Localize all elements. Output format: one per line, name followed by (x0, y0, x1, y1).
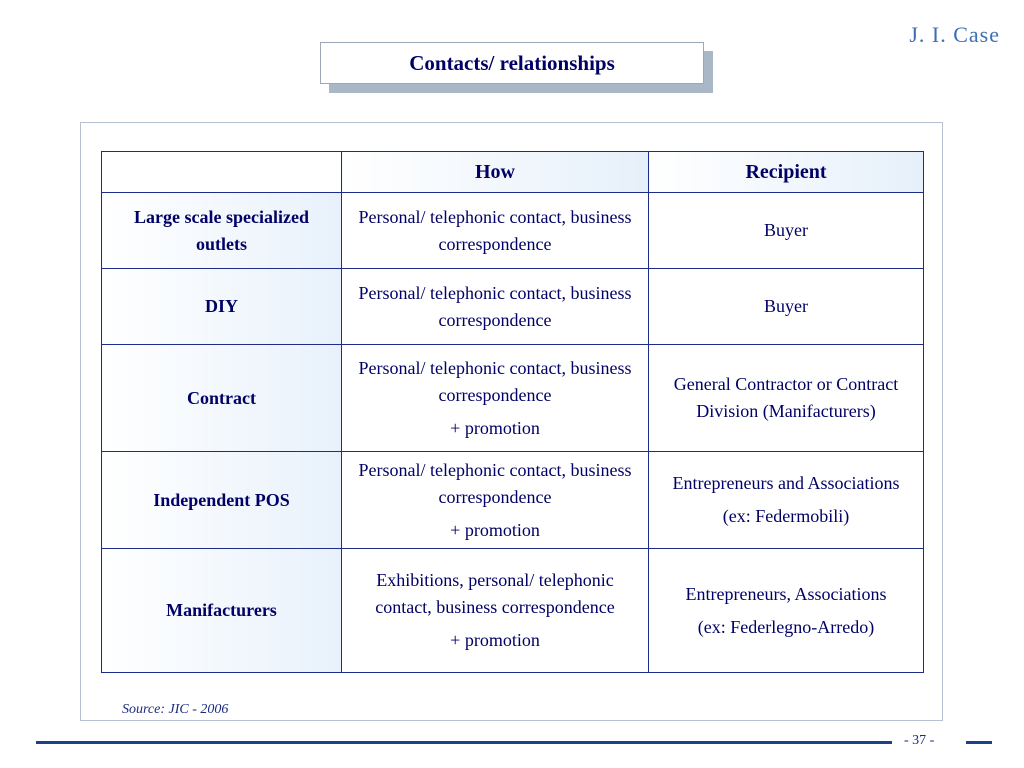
how-extra: + promotion (450, 519, 540, 540)
footer-rule (36, 741, 892, 744)
table-row: Contract Personal/ telephonic contact, b… (101, 344, 924, 452)
recipient-cell: Entrepreneurs, Associations (ex: Federle… (648, 548, 924, 673)
how-text: Personal/ telephonic contact, business c… (358, 206, 632, 254)
row-label: Manifacturers (101, 548, 342, 673)
how-text: Personal/ telephonic contact, business c… (358, 282, 632, 330)
table-row: Manifacturers Exhibitions, personal/ tel… (101, 548, 924, 673)
table-row: DIY Personal/ telephonic contact, busine… (101, 268, 924, 345)
company-logo: J. I. Case (909, 22, 1000, 47)
recipient-extra: (ex: Federmobili) (722, 506, 850, 526)
how-cell: Exhibitions, personal/ telephonic contac… (341, 548, 649, 673)
how-cell: Personal/ telephonic contact, business c… (341, 451, 649, 549)
how-cell: Personal/ telephonic contact, business c… (341, 344, 649, 452)
how-extra: + promotion (450, 630, 540, 650)
recipient-cell: Buyer (648, 268, 924, 345)
footer-rule-end (966, 741, 992, 744)
recipient-cell: Buyer (648, 192, 924, 269)
source-note: Source: JIC - 2006 (112, 702, 239, 718)
table-row: Independent POS Personal/ telephonic con… (101, 451, 924, 549)
header-how: How (341, 151, 649, 193)
how-text: Personal/ telephonic contact, business c… (358, 459, 632, 507)
recipient-text: Entrepreneurs and Associations (672, 473, 900, 493)
row-label: Contract (101, 344, 342, 452)
recipient-extra: (ex: Federlegno-Arredo) (697, 616, 875, 637)
table-header-row: How Recipient (101, 151, 924, 193)
header-cell-empty (101, 151, 342, 193)
header-recipient: Recipient (648, 151, 924, 193)
row-label: DIY (101, 268, 342, 345)
how-text: Personal/ telephonic contact, business c… (358, 357, 632, 405)
recipient-cell: General Contractor or Contract Division … (648, 344, 924, 452)
how-text: Exhibitions, personal/ telephonic contac… (375, 570, 615, 617)
recipient-text: Entrepreneurs, Associations (685, 583, 887, 604)
recipient-text: General Contractor or Contract Division … (673, 374, 899, 421)
recipient-text: Buyer (764, 220, 808, 240)
how-cell: Personal/ telephonic contact, business c… (341, 192, 649, 269)
table-row: Large scale specialized outlets Personal… (101, 192, 924, 269)
row-label: Independent POS (101, 451, 342, 549)
page-number: - 37 - (904, 733, 935, 748)
how-cell: Personal/ telephonic contact, business c… (341, 268, 649, 345)
how-extra: + promotion (450, 417, 540, 438)
row-label: Large scale specialized outlets (101, 192, 342, 269)
recipient-text: Buyer (764, 296, 808, 316)
recipient-cell: Entrepreneurs and Associations (ex: Fede… (648, 451, 924, 549)
slide-title: Contacts/ relationships (320, 42, 704, 84)
contacts-table: How Recipient Large scale specialized ou… (101, 151, 924, 673)
